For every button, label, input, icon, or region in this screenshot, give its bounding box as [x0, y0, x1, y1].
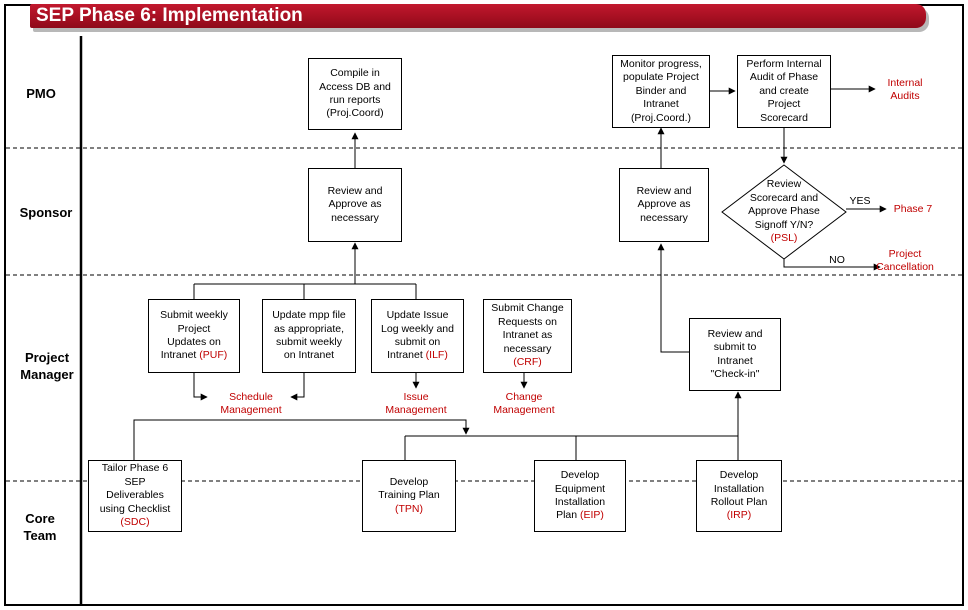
decision-signoff-text: Review Scorecard and Approve Phase Signo…	[748, 178, 820, 231]
box-review-approve-left-text: Review and Approve as necessary	[327, 184, 383, 224]
box-update-issue-log: Update Issue Log weekly and submit on In…	[371, 299, 464, 373]
box-tailor-code: (SDC)	[120, 516, 150, 529]
box-training-code: (TPN)	[394, 502, 423, 515]
box-submit-change-text: Submit Change Requests on Intranet as ne…	[491, 302, 564, 355]
label-internal-audits: Internal Audits	[887, 77, 923, 103]
box-review-approve-right: Review and Approve as necessary	[619, 168, 709, 242]
connector-tailor-to-junction	[133, 419, 470, 460]
lane-label-project-manager: Project Manager	[20, 350, 74, 382]
box-submit-weekly-code: (PUF)	[199, 349, 228, 362]
box-compile-reports: Compile in Access DB and run reports (Pr…	[308, 58, 402, 130]
box-installation-text: Develop Installation Rollout Plan	[710, 469, 768, 508]
decision-diamond	[721, 164, 847, 260]
box-update-issue-text: Update Issue Log weekly and submit on In…	[381, 309, 454, 362]
box-monitor-progress: Monitor progress, populate Project Binde…	[612, 55, 710, 128]
box-tailor-phase: Tailor Phase 6 SEP Deliverables using Ch…	[88, 460, 182, 532]
box-submit-weekly-text: Submit weekly Project Updates on Intrane…	[160, 309, 228, 362]
title-bar	[30, 4, 926, 28]
box-update-mpp: Update mpp file as appropriate, submit w…	[262, 299, 356, 373]
box-equipment-plan: Develop Equipment Installation Plan (EIP…	[534, 460, 626, 532]
connector-mpp-to-schedule	[290, 373, 305, 401]
label-phase-7: Phase 7	[893, 203, 933, 215]
label-project-cancellation: Project Cancellation	[876, 248, 934, 274]
box-review-submit-checkin: Review and submit to Intranet "Check-in"	[689, 318, 781, 391]
lane-label-pmo: PMO	[26, 86, 56, 101]
box-internal-audit: Perform Internal Audit of Phase and crea…	[737, 55, 831, 128]
box-internal-audit-text: Perform Internal Audit of Phase and crea…	[746, 57, 822, 124]
label-yes: YES	[849, 195, 871, 207]
box-installation-code: (IRP)	[726, 509, 752, 522]
box-review-approve-right-text: Review and Approve as necessary	[636, 184, 692, 224]
box-equipment-text: Develop Equipment Installation Plan	[554, 469, 606, 522]
box-training-plan: Develop Training Plan(TPN)	[362, 460, 456, 532]
decision-signoff-code: (PSL)	[770, 232, 798, 245]
box-review-approve-left: Review and Approve as necessary	[308, 168, 402, 242]
box-tailor-text: Tailor Phase 6 SEP Deliverables using Ch…	[99, 462, 171, 515]
label-issue-management: Issue Management	[385, 391, 447, 417]
lane-label-sponsor: Sponsor	[19, 205, 73, 220]
box-training-text: Develop Training Plan	[378, 475, 440, 502]
lane-label-core-team: Core Team	[23, 511, 57, 543]
box-review-submit-text: Review and submit to Intranet "Check-in"	[707, 327, 763, 380]
box-submit-weekly-updates: Submit weekly Project Updates on Intrane…	[148, 299, 240, 373]
box-submit-change-requests: Submit Change Requests on Intranet as ne…	[483, 299, 572, 373]
connector-decision-no	[783, 256, 881, 271]
page-title: SEP Phase 6: Implementation	[36, 5, 303, 26]
label-schedule-management: Schedule Management	[220, 391, 282, 417]
box-update-mpp-text: Update mpp file as appropriate, submit w…	[272, 309, 346, 362]
label-no: NO	[829, 254, 845, 266]
box-installation-plan: Develop Installation Rollout Plan(IRP)	[696, 460, 782, 532]
box-update-issue-code: (ILF)	[425, 349, 448, 362]
box-submit-change-code: (CRF)	[513, 356, 542, 369]
box-compile-reports-text: Compile in Access DB and run reports (Pr…	[319, 67, 391, 120]
decision-signoff: Review Scorecard and Approve Phase Signo…	[722, 165, 846, 259]
connector-review-submit-to-review-right	[657, 243, 689, 353]
label-change-management: Change Management	[493, 391, 555, 417]
box-equipment-code: (EIP)	[580, 509, 604, 522]
box-monitor-progress-text: Monitor progress, populate Project Binde…	[620, 57, 702, 124]
connector-puf-to-schedule	[193, 373, 208, 401]
